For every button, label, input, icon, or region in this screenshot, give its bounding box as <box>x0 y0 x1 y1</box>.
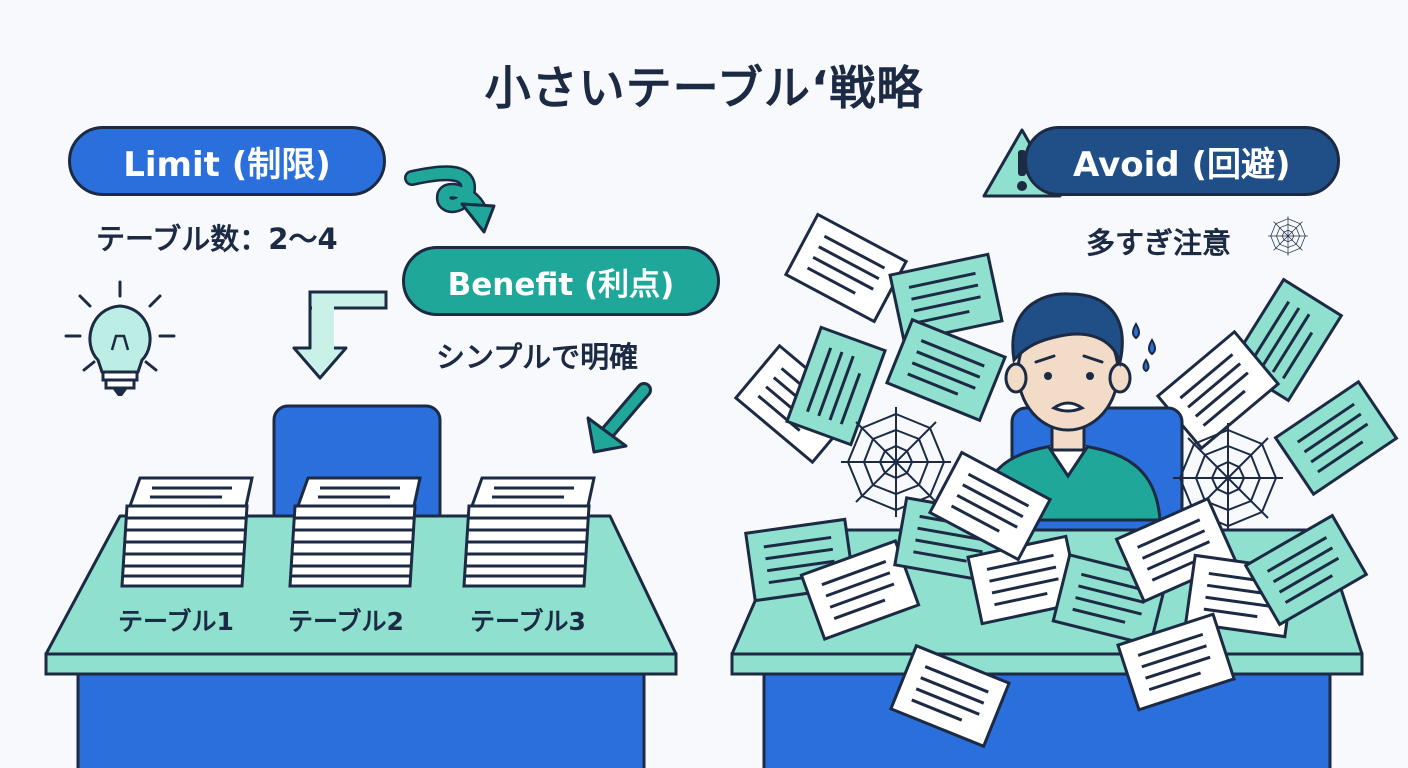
benefit-badge: Benefit (利点) <box>402 246 720 316</box>
curved-arrow-icon <box>404 165 496 234</box>
table-label-1: テーブル1 <box>118 607 234 636</box>
spiderweb-icon <box>1267 215 1309 257</box>
flying-paper <box>1274 380 1398 496</box>
avoid-caption: 多すぎ注意 <box>1086 226 1232 260</box>
avoid-badge: Avoid (回避) <box>1024 126 1340 196</box>
flying-paper <box>888 252 1004 344</box>
table-2-stack <box>288 476 422 588</box>
table-1-stack <box>120 476 254 588</box>
diagonal-arrow-icon <box>586 382 652 454</box>
table-label-2: テーブル2 <box>288 607 404 636</box>
down-arrow-icon <box>292 290 388 380</box>
lightbulb-icon <box>64 280 176 396</box>
page-title: 小さいテーブル‘戦略 <box>484 61 924 115</box>
limit-caption: テーブル数：2〜4 <box>96 222 338 256</box>
spiderweb-icon <box>840 406 952 518</box>
table-label-3: テーブル3 <box>470 607 586 636</box>
limit-badge: Limit (制限) <box>68 126 386 196</box>
flying-paper <box>785 325 887 447</box>
flying-paper <box>784 213 908 323</box>
table-3-stack <box>462 476 596 588</box>
benefit-caption: シンプルで明確 <box>436 340 639 374</box>
